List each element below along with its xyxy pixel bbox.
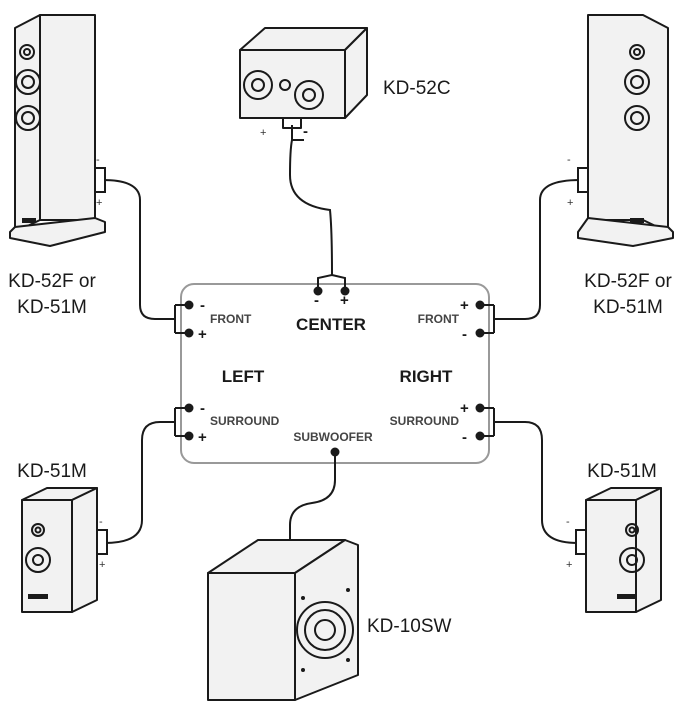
svg-text:+: + xyxy=(99,559,105,571)
svg-text:+: + xyxy=(460,297,469,314)
svg-text:-: - xyxy=(200,297,205,314)
svg-text:-: - xyxy=(567,154,571,166)
front-right-model-line1: KD-52F or xyxy=(584,271,672,292)
subwoofer-terminal-label: SUBWOOFER xyxy=(293,430,373,444)
receiver-right-label: RIGHT xyxy=(400,367,454,386)
front-right-terminal-label: FRONT xyxy=(418,312,460,326)
front-left-terminal-label: FRONT xyxy=(210,312,252,326)
surround-right-speaker-label: KD-51M xyxy=(587,461,657,482)
svg-text:+: + xyxy=(567,197,573,209)
receiver-left-label: LEFT xyxy=(222,367,265,386)
front-right-speaker-label: KD-52F or KD-51M xyxy=(584,271,672,318)
surround-left-terminal-label: SURROUND xyxy=(210,414,280,428)
svg-text:-: - xyxy=(200,400,205,417)
speaker-wires xyxy=(102,125,581,544)
svg-text:-: - xyxy=(99,516,103,528)
subwoofer-speaker-label: KD-10SW xyxy=(367,616,452,637)
svg-text:+: + xyxy=(340,292,349,309)
svg-text:+: + xyxy=(96,197,102,209)
surround-left-speaker-label: KD-51M xyxy=(17,461,87,482)
svg-text:-: - xyxy=(314,292,319,309)
svg-text:+: + xyxy=(460,400,469,417)
front-left-tower-speaker: - + xyxy=(9,14,106,247)
svg-text:+: + xyxy=(198,326,207,343)
surround-right-terminal-label: SURROUND xyxy=(390,414,460,428)
front-left-model-line2: KD-51M xyxy=(17,297,87,318)
subwoofer-speaker xyxy=(207,539,359,701)
receiver-center-label: CENTER xyxy=(296,315,366,334)
center-speaker: + - xyxy=(239,27,368,140)
receiver-panel: CENTER LEFT RIGHT FRONT FRONT SURROUND S… xyxy=(180,283,490,464)
svg-text:-: - xyxy=(462,429,467,446)
center-speaker-label: KD-52C xyxy=(383,78,451,99)
front-left-speaker-label: KD-52F or KD-51M xyxy=(8,271,96,318)
svg-text:-: - xyxy=(462,326,467,343)
svg-text:+: + xyxy=(198,429,207,446)
svg-text:-: - xyxy=(566,516,570,528)
svg-text:-: - xyxy=(303,123,308,140)
front-right-tower-speaker: - + xyxy=(567,14,674,247)
surround-right-speaker: - + xyxy=(566,487,662,613)
front-left-model-line1: KD-52F or xyxy=(8,271,96,292)
svg-text:-: - xyxy=(96,154,100,166)
surround-left-speaker: - + xyxy=(21,487,108,613)
svg-text:+: + xyxy=(260,127,266,139)
front-right-model-line2: KD-51M xyxy=(593,297,663,318)
svg-text:+: + xyxy=(566,559,572,571)
receiver-polarity-symbols: - + + - - + + - - + xyxy=(198,292,469,446)
